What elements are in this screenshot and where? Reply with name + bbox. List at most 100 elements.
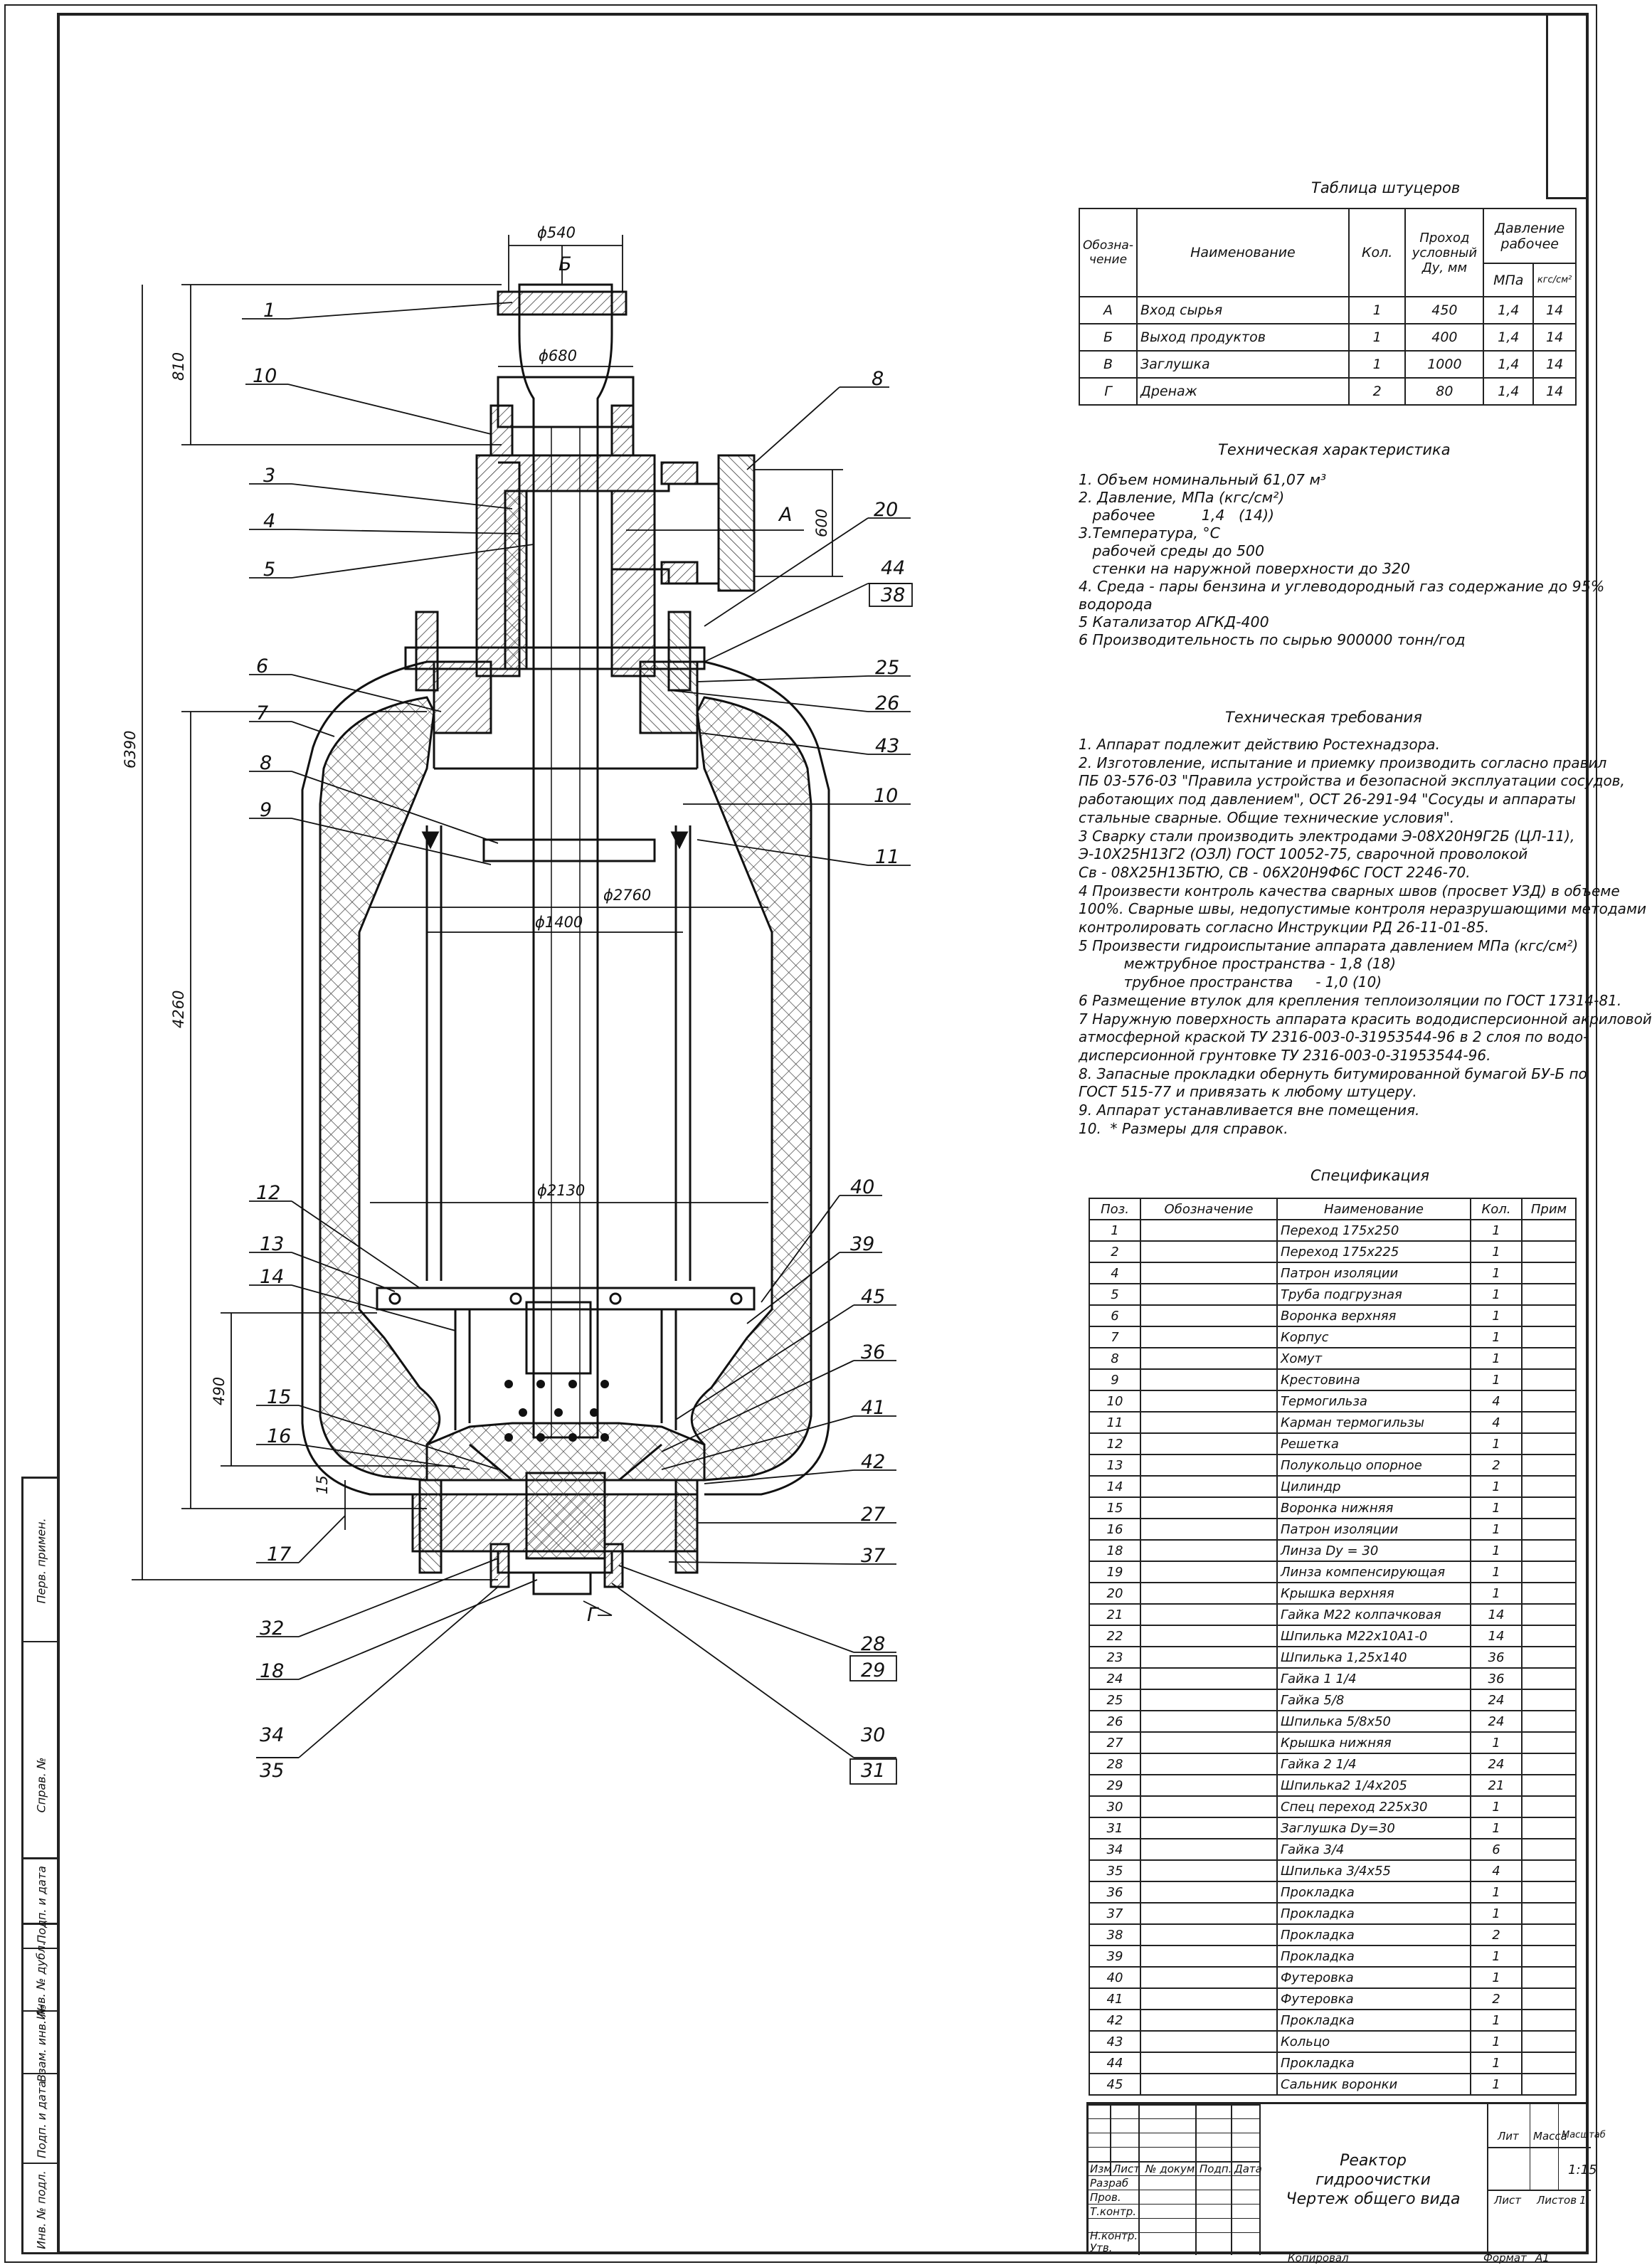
callout-18: 18 (260, 1660, 284, 1682)
specification-table: Поз. Обозначение Наименование Кол. Прим … (1089, 1198, 1577, 2096)
spec-cell-note (1521, 2030, 1577, 2053)
spec-cell-name: Переход 175х225 (1276, 1240, 1471, 1263)
upper-cover (475, 454, 656, 677)
spec-cell-note (1521, 1710, 1577, 1733)
spec-cell-des (1140, 1710, 1278, 1733)
callout-9: 9 (260, 799, 272, 821)
tb-date: Дата (1234, 2163, 1262, 2175)
spec-cell-pos: 27 (1089, 1731, 1141, 1754)
spec-cell-name: Футеровка (1276, 1966, 1471, 1989)
lining-left (319, 696, 441, 1482)
nozzle-cell: 1,4 (1483, 350, 1535, 379)
nozzle-cell: 2 (1347, 377, 1407, 406)
spec-hdr-name: Наименование (1276, 1198, 1471, 1220)
spec-cell-qty: 1 (1470, 1347, 1523, 1370)
spec-cell-des (1140, 1432, 1278, 1455)
spec-cell-name: Крышка верхняя (1276, 1582, 1471, 1605)
tb-nkontr: Н.контр. (1090, 2229, 1138, 2242)
callout-7: 7 (256, 702, 268, 724)
callout-3: 3 (263, 465, 275, 487)
spec-cell-pos: 21 (1089, 1603, 1141, 1626)
cylinder-slot (525, 1301, 592, 1375)
spec-cell-des (1140, 1945, 1278, 1968)
callout-35: 35 (260, 1760, 284, 1782)
callout-17: 17 (267, 1543, 291, 1566)
nozzle-cell: 1 (1347, 350, 1407, 379)
spec-cell-qty: 1 (1470, 1945, 1523, 1968)
spec-cell-qty: 1 (1470, 2052, 1523, 2074)
nozzle-cell: 450 (1404, 296, 1485, 324)
tb-title-3: Чертеж общего вида (1286, 2190, 1461, 2208)
spec-cell-name: Цилиндр (1276, 1475, 1471, 1498)
spec-cell-pos: 14 (1089, 1475, 1141, 1498)
dim-d2130: ϕ2130 (537, 1182, 585, 1199)
spec-cell-des (1140, 1987, 1278, 2010)
spec-cell-name: Прокладка (1276, 1881, 1471, 1904)
spec-cell-qty: 1 (1470, 1262, 1523, 1284)
spec-cell-note (1521, 1347, 1577, 1370)
spec-cell-name: Заглушка Dу=30 (1276, 1817, 1471, 1839)
spec-cell-qty: 1 (1470, 1219, 1523, 1242)
spec-cell-name: Прокладка (1276, 1923, 1471, 1946)
spec-cell-name: Линза компенсирующая (1276, 1561, 1471, 1583)
spec-cell-qty: 1 (1470, 1966, 1523, 1989)
spec-cell-name: Шпилька2 1/4х205 (1276, 1774, 1471, 1797)
spec-cell-pos: 25 (1089, 1689, 1141, 1711)
callout-28: 28 (861, 1633, 885, 1655)
spec-cell-note (1521, 1987, 1577, 2010)
spec-cell-des (1140, 1689, 1278, 1711)
tech-req-text: 1. Аппарат подлежит действию Ростехнадзо… (1079, 736, 1652, 1137)
spec-cell-name: Гайка М22 колпачковая (1276, 1603, 1471, 1626)
grid-plate (376, 1287, 756, 1311)
spec-cell-name: Прокладка (1276, 2052, 1471, 2074)
spec-cell-des (1140, 1774, 1278, 1797)
callout-10-left: 10 (253, 365, 277, 387)
spec-cell-name: Воронка нижняя (1276, 1496, 1471, 1519)
nozzle-hdr-pressure: Давление рабочее (1483, 208, 1577, 264)
spec-cell-des (1140, 1326, 1278, 1348)
spec-cell-pos: 2 (1089, 1240, 1141, 1263)
nozzle-cell: Выход продуктов (1135, 323, 1350, 352)
spec-cell-qty: 14 (1470, 1603, 1523, 1626)
spec-cell-des (1140, 1518, 1278, 1541)
spec-cell-name: Спец переход 225х30 (1276, 1795, 1471, 1818)
side-strip-lower: Подп. и дата Инв. № дубл. Взам. инв. № П… (21, 1857, 59, 2254)
spec-cell-name: Воронка верхняя (1276, 1304, 1471, 1327)
tb-sign: Подп. (1200, 2163, 1232, 2175)
spec-cell-pos: 18 (1089, 1539, 1141, 1562)
nozzle-cell: 400 (1404, 323, 1485, 352)
tb-lit: Лит (1498, 2130, 1519, 2143)
spec-cell-des (1140, 1859, 1278, 1882)
spec-cell-pos: 35 (1089, 1859, 1141, 1882)
spec-cell-qty: 4 (1470, 1390, 1523, 1413)
spec-cell-pos: 40 (1089, 1966, 1141, 1989)
spec-cell-qty: 14 (1470, 1625, 1523, 1647)
nozzle-cell: 1,4 (1483, 377, 1535, 406)
tech-req-title: Техническая требования (1225, 709, 1422, 726)
callout-31: 31 (861, 1760, 885, 1782)
nozzle-cell: Дренаж (1135, 377, 1350, 406)
spec-cell-des (1140, 1411, 1278, 1434)
spec-cell-pos: 20 (1089, 1582, 1141, 1605)
spec-cell-note (1521, 1945, 1577, 1968)
callout-39: 39 (850, 1233, 874, 1255)
spec-cell-note (1521, 1731, 1577, 1754)
lining-right (690, 696, 812, 1482)
spec-cell-qty: 1 (1470, 1304, 1523, 1327)
top-flange-left (433, 660, 492, 734)
nozzle-label-b: Б (558, 253, 572, 275)
bottom-insulation (525, 1472, 606, 1560)
callout-11: 11 (875, 846, 899, 868)
spec-cell-pos: 16 (1089, 1518, 1141, 1541)
